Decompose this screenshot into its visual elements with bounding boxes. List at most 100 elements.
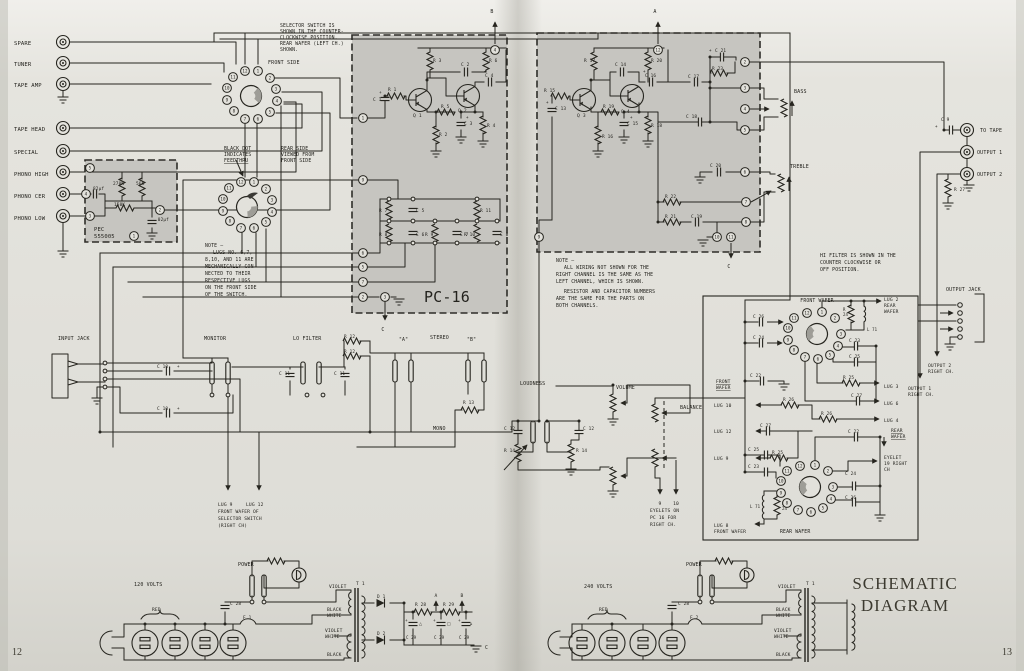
lug-terminal — [817, 307, 827, 317]
lug-terminal — [240, 114, 250, 124]
lug-terminal — [810, 460, 820, 470]
pc16-board-right — [536, 32, 761, 253]
schematic-label: Q 4 — [621, 109, 630, 115]
lug-number: 6 — [257, 117, 260, 122]
caption-schematic: SCHEMATIC — [852, 574, 957, 593]
lug-terminal — [228, 72, 238, 82]
lug-number: 12 — [797, 464, 803, 469]
lug-terminal — [225, 216, 235, 226]
open-terminals — [102, 196, 715, 605]
schematic-label: R 6 — [489, 58, 498, 64]
lug-number: 9 — [226, 98, 229, 103]
lug-terminal — [222, 83, 232, 93]
schematic-label: WAFER — [884, 309, 899, 315]
schematic-label: "B" — [467, 337, 476, 343]
schematic-label: R 17 — [584, 58, 595, 64]
schematic-label: C — [381, 327, 384, 333]
schematic-label: SHOWN IN THE COUNTER- — [280, 29, 344, 35]
lug-number: 6 — [810, 510, 813, 515]
lug-terminal — [380, 292, 390, 302]
schematic-label: C 29 — [406, 635, 417, 640]
schematic-label: F 2 — [690, 615, 699, 621]
schematic-label: C 26 — [753, 314, 764, 320]
caption-diagram: DIAGRAM — [861, 596, 949, 615]
schematic-label: C 9 — [941, 117, 950, 123]
schematic-label: R 14 — [576, 448, 587, 454]
lug-number: 7 — [804, 355, 807, 360]
schematic-label: TAPE AMP — [14, 83, 42, 89]
lug-number: 2 — [744, 60, 747, 65]
schematic-label: "A" — [399, 337, 408, 343]
schematic-label: C 7 — [460, 232, 469, 238]
schematic-label: C 6 — [416, 232, 425, 238]
schematic-label: D 1 — [377, 594, 386, 600]
schematic-label: 9 — [659, 501, 662, 507]
schematic-label: T 1 — [806, 581, 815, 587]
schematic-label: BALANCE — [680, 405, 702, 411]
schematic-label: HI FILTER IS SHOWN IN THE — [820, 253, 896, 259]
schematic-label: SELECTOR SWITCH — [218, 516, 262, 522]
schematic-label: PHONO HIGH — [14, 172, 49, 178]
lug-terminal — [129, 231, 139, 241]
lug-number: 11 — [791, 316, 797, 321]
lug-terminal — [85, 211, 95, 221]
lug-number: 3 — [271, 198, 274, 203]
lug-terminal — [267, 207, 277, 217]
schematic-label: R 4 — [487, 123, 496, 129]
lug-terminal — [818, 503, 828, 513]
lug-number: 5 — [829, 353, 832, 358]
schematic-label: 24 — [782, 506, 788, 511]
lug-terminal — [358, 292, 368, 302]
schematic-label: WHITE — [325, 634, 340, 640]
page-number-left: 12 — [12, 647, 22, 658]
lug-terminal — [833, 341, 843, 351]
lug-number: 3 — [744, 86, 747, 91]
lug-terminal — [222, 95, 232, 105]
lug-number: 7 — [240, 226, 243, 231]
lug-number: 10 — [224, 86, 230, 91]
schematic-label: C 16 — [645, 73, 656, 79]
lug-number: 8 — [793, 348, 796, 353]
lug-number: 7 — [797, 508, 800, 513]
schematic-label: VIOLET — [329, 584, 347, 590]
schematic-label: TUNER — [14, 62, 32, 68]
schematic-label: C 11 — [334, 371, 345, 377]
schematic-label: + — [177, 406, 180, 411]
schematic-label: BOTH CHANNELS. — [556, 303, 599, 309]
lug-terminal — [253, 66, 263, 76]
lug-terminal — [249, 223, 259, 233]
schematic-label: BLACK — [327, 652, 342, 658]
lug-terminal — [740, 167, 750, 177]
lug-number: 8 — [233, 109, 236, 114]
schematic-label: RIGHT CH. — [928, 369, 954, 375]
schematic-label: COUNTER CLOCKWISE OR — [820, 260, 881, 266]
schematic-label: FRONT WAFER — [714, 529, 746, 535]
schematic-label: R 29 — [443, 602, 454, 608]
schematic-label: R 27 — [954, 187, 965, 193]
lug-terminal — [253, 114, 263, 124]
lug-number: 11 — [230, 75, 236, 80]
schematic-label: R 16 — [602, 134, 613, 140]
schematic-label: CH — [884, 467, 890, 473]
lug-number: 6 — [253, 226, 256, 231]
schematic-label: C 8 — [500, 232, 509, 238]
lug-number: 9 — [780, 491, 783, 496]
schematic-label: C 29 — [459, 635, 470, 640]
schematic-label: + — [709, 48, 712, 53]
schematic-label: LO FILTER — [293, 336, 322, 342]
schematic-label: VIOLET — [774, 628, 792, 634]
lug-terminal — [218, 206, 228, 216]
lug-number: 1 — [814, 463, 817, 468]
schematic-label: TO TAPE — [980, 128, 1002, 134]
wires — [51, 32, 985, 662]
schematic-label: PEC — [94, 227, 104, 233]
lug-terminal — [789, 313, 799, 323]
schematic-label: BLACK — [776, 652, 791, 658]
schematic-label: R 11 — [480, 208, 491, 214]
lug-terminal — [726, 232, 736, 242]
schematic-label: 120 VOLTS — [134, 582, 162, 588]
lug-terminal — [265, 107, 275, 117]
